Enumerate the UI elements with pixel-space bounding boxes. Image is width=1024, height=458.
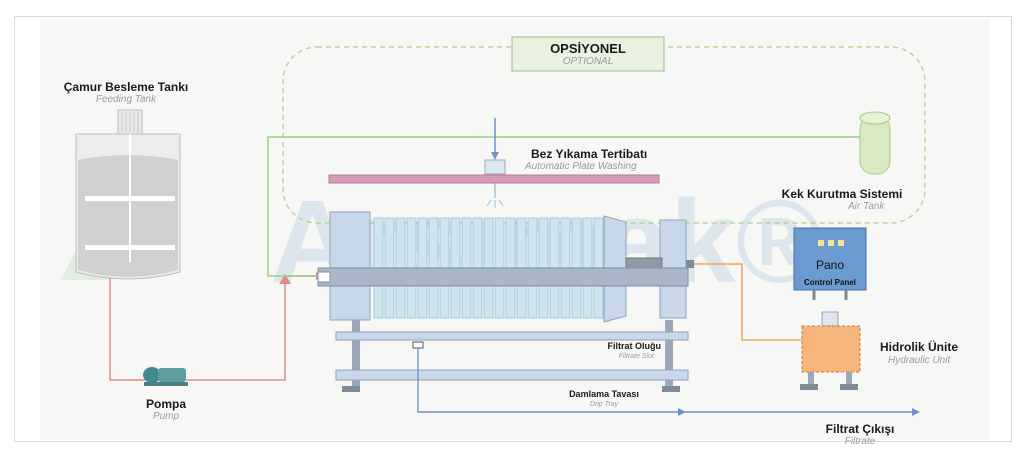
control-panel — [793, 227, 867, 300]
filtrate-slot-subtitle: Filtrate Slot — [618, 353, 654, 360]
feeding-tank — [75, 109, 181, 280]
hydraulic-unit-subtitle: Hydraulic Unit — [888, 355, 951, 366]
optional-subtitle: OPTIONAL — [562, 56, 614, 67]
pump-subtitle: Pump — [152, 411, 180, 422]
drip-tray-subtitle: Drip Tray — [589, 401, 619, 408]
plate-washing — [328, 118, 660, 208]
filter-press — [317, 211, 694, 392]
air-tank-subtitle: Air Tank — [848, 201, 885, 212]
drip-tray-bar — [335, 369, 689, 381]
air-tank-title: Kek Kurutma Sistemi — [781, 187, 903, 201]
filtrate-line — [417, 348, 918, 413]
hydraulic-line — [694, 263, 802, 341]
filtrate-arrow — [912, 408, 920, 416]
filtrate-slot-bar — [335, 331, 689, 341]
control-panel-title: Pano — [815, 258, 845, 272]
drip-tray-title: Damlama Tavası — [569, 389, 639, 399]
optional-box — [511, 36, 665, 72]
feeding-tank-title: Çamur Besleme Tankı — [63, 80, 189, 94]
plate-washing-title: Bez Yıkama Tertibatı — [531, 147, 648, 161]
pump — [143, 367, 188, 386]
sludge-pipe-tank-to-pump — [109, 278, 145, 381]
control-panel-subtitle: Control Panel — [803, 278, 857, 287]
filtrate-arrow-mid — [678, 408, 686, 416]
filtrate-out-subtitle: Filtrate — [844, 436, 876, 447]
plate-washing-subtitle: Automatic Plate Washing — [525, 161, 637, 172]
filtrate-slot-drain — [412, 341, 424, 349]
hydraulic-unit-title: Hidrolik Ünite — [880, 340, 959, 354]
filtrate-out-title: Filtrat Çıkışı — [825, 422, 895, 436]
filtrate-slot-title: Filtrat Oluğu — [607, 341, 662, 351]
optional-title: OPSİYONEL — [550, 41, 626, 56]
air-line — [267, 136, 865, 277]
hydraulic-unit — [800, 311, 861, 390]
sludge-arrow — [279, 274, 291, 284]
air-tank — [859, 111, 891, 175]
pump-title: Pompa — [145, 397, 187, 411]
feeding-tank-subtitle: Feeding Tank — [95, 94, 157, 105]
